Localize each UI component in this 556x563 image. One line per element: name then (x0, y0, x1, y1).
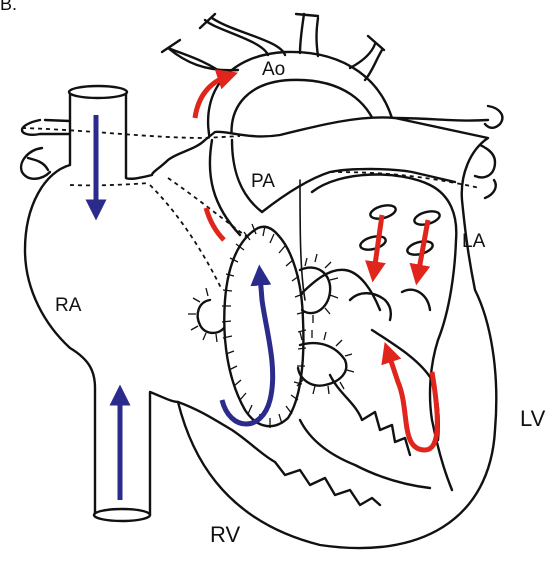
label-ra: RA (55, 296, 81, 315)
label-pa: PA (251, 172, 275, 191)
pulmonary-artery-left-lobes (21, 148, 50, 179)
label-rv: RV (210, 524, 240, 546)
brachiocephalic-branch (162, 40, 238, 75)
carotid-branch (200, 14, 285, 55)
svc-opening (69, 86, 127, 98)
subclavian-branch (296, 14, 318, 56)
ivc-opening (94, 509, 150, 521)
label-lv: LV (520, 408, 545, 430)
label-la: LA (462, 232, 485, 251)
corner-mark: B. (0, 0, 17, 15)
label-ao: Ao (262, 60, 285, 79)
